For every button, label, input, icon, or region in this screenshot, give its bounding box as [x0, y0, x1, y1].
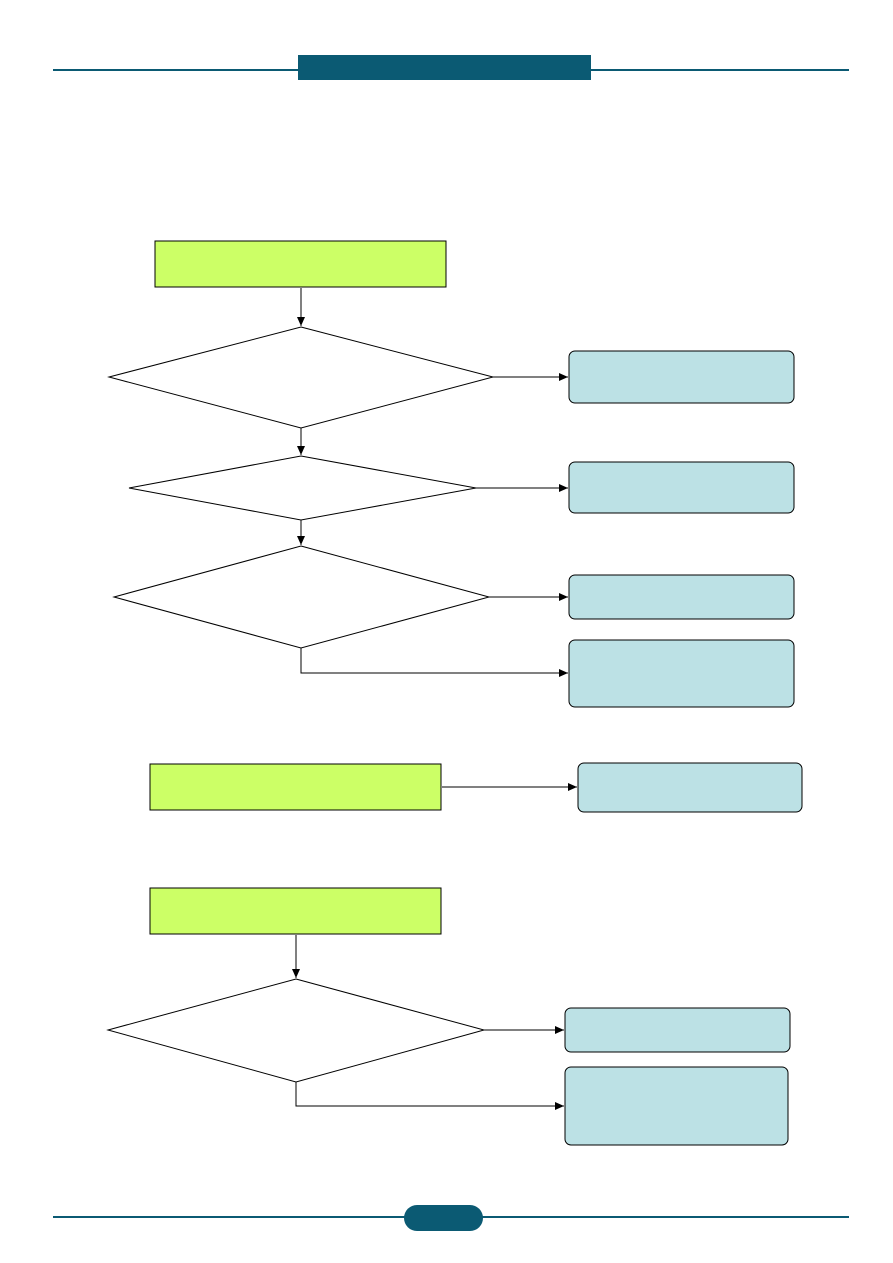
start-node-2 — [149, 763, 442, 811]
edge-decision-4-to-action-7 — [295, 1082, 564, 1110]
decision-node-1 — [107, 326, 495, 429]
action-node-2 — [568, 461, 795, 514]
decision-node-2 — [128, 455, 477, 521]
page-number-badge — [404, 1205, 483, 1231]
decision-node-4 — [106, 978, 486, 1083]
action-node-1 — [568, 350, 795, 404]
start-nodes — [149, 240, 447, 935]
header-rule-right — [591, 69, 849, 71]
action-nodes — [564, 350, 803, 1146]
footer-rule-left — [53, 1216, 405, 1218]
action-node-7 — [564, 1066, 789, 1146]
action-node-3 — [568, 574, 795, 620]
action-node-6 — [564, 1007, 791, 1053]
action-node-5 — [577, 762, 803, 813]
decision-node-3 — [112, 545, 491, 649]
edge-decision-3-to-action-4 — [300, 648, 568, 677]
decision-nodes — [106, 326, 495, 1083]
footer-rule-right — [482, 1216, 849, 1218]
header-title-bar — [298, 55, 591, 80]
action-node-4 — [568, 639, 795, 708]
start-node-3 — [149, 887, 442, 935]
header-rule-left — [53, 69, 298, 71]
edges — [292, 288, 577, 1110]
start-node-1 — [154, 240, 447, 288]
